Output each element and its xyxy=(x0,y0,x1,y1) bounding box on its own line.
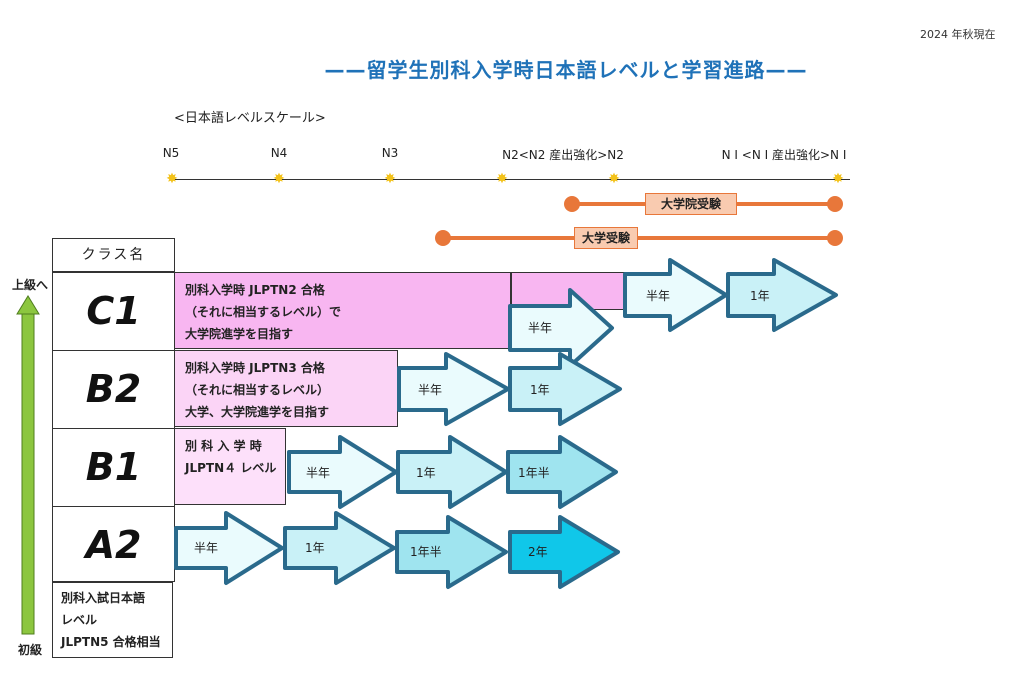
level-b2: B2 xyxy=(53,350,174,428)
graduate-exam-end-dot xyxy=(827,196,843,212)
c1-duration-label: 1年 xyxy=(750,289,770,303)
b1-duration-label: 1年 xyxy=(416,466,436,480)
scale-line xyxy=(172,179,850,180)
b2-duration-label: 1年 xyxy=(530,383,550,397)
entry-level-line: 別科入試日本語 xyxy=(61,591,146,605)
c1-duration-label: 半年 xyxy=(528,321,552,335)
b2-description-line: 大学、大学院進学を目指す xyxy=(185,405,330,419)
scale-tick-n5: N5 xyxy=(162,146,180,160)
level-b1: B1 xyxy=(53,428,174,506)
university-exam-bar xyxy=(443,236,836,240)
a2-arrow-two-years: 2年 xyxy=(508,515,620,589)
level-c1: C1 xyxy=(53,272,174,350)
b1-arrow-one-and-half-year: 1年半 xyxy=(506,435,618,509)
c1-description-line: （それに相当するレベル）で xyxy=(185,305,342,319)
scale-tick-n4: N4 xyxy=(270,146,288,160)
page-title: ——留学生別科入学時日本語レベルと学習進路—— xyxy=(324,58,808,82)
c1-description: 別科入学時 JLPTN2 合格 （それに相当するレベル）で 大学院進学を目指す xyxy=(174,272,511,349)
b1-description-line: JLPTN４ レベル xyxy=(185,461,277,475)
scale-label: <日本語レベルスケール> xyxy=(174,111,326,126)
entry-level-line: レベル xyxy=(61,613,98,627)
scale-tick-n1: N I <N I 産出強化>N I xyxy=(721,148,847,162)
b2-arrow-half-year: 半年 xyxy=(397,352,510,426)
a2-duration-label: 1年半 xyxy=(410,545,442,559)
c1-description-line: 大学院進学を目指す xyxy=(185,327,294,341)
level-a2: A2 xyxy=(53,506,174,583)
entry-level-note: 別科入試日本語 レベル JLPTN5 合格相当 xyxy=(52,582,173,658)
university-exam-label: 大学受験 xyxy=(574,227,638,249)
scale-star-icon: ✸ xyxy=(166,171,178,187)
b1-duration-label: 1年半 xyxy=(518,466,550,480)
c1-duration-label: 半年 xyxy=(646,289,670,303)
scale-star-icon: ✸ xyxy=(384,171,396,187)
b2-description-line: （それに相当するレベル） xyxy=(185,383,330,397)
a2-arrow-one-and-half-year: 1年半 xyxy=(395,515,508,589)
axis-beginner-label: 初級 xyxy=(18,643,43,657)
university-exam-end-dot xyxy=(827,230,843,246)
b1-description: 別 科 入 学 時 JLPTN４ レベル xyxy=(174,428,286,505)
graduate-exam-label: 大学院受験 xyxy=(645,193,737,215)
a2-arrow-one-year: 1年 xyxy=(283,511,396,585)
date-note: 2024 年秋現在 xyxy=(920,28,996,41)
b1-description-line: 別 科 入 学 時 xyxy=(185,439,262,453)
scale-star-icon: ✸ xyxy=(608,171,620,187)
b2-description-line: 別科入学時 JLPTN3 合格 xyxy=(185,361,325,375)
c1-description-line: 別科入学時 JLPTN2 合格 xyxy=(185,283,325,297)
a2-duration-label: 2年 xyxy=(528,545,548,559)
class-name-header: クラス名 xyxy=(52,238,175,272)
scale-star-icon: ✸ xyxy=(273,171,285,187)
level-axis-arrow-icon xyxy=(16,295,40,635)
b1-duration-label: 半年 xyxy=(306,466,330,480)
c1-arrow-half-year-2: 半年 xyxy=(623,258,728,332)
c1-arrow-one-year: 1年 xyxy=(726,258,838,332)
university-exam-start-dot xyxy=(435,230,451,246)
c1-arrow-half-year-1: 半年 xyxy=(508,288,614,368)
axis-advanced-label: 上級へ xyxy=(12,278,49,292)
a2-duration-label: 1年 xyxy=(305,541,325,555)
scale-star-icon: ✸ xyxy=(832,171,844,187)
b2-description: 別科入学時 JLPTN3 合格 （それに相当するレベル） 大学、大学院進学を目指… xyxy=(174,350,398,427)
b1-arrow-one-year: 1年 xyxy=(396,435,508,509)
scale-tick-n2: N2<N2 産出強化>N2 xyxy=(502,148,624,162)
b2-arrow-one-year: 1年 xyxy=(508,352,622,426)
b1-arrow-half-year: 半年 xyxy=(287,435,398,509)
graduate-exam-start-dot xyxy=(564,196,580,212)
entry-level-line: JLPTN5 合格相当 xyxy=(61,635,161,649)
scale-star-icon: ✸ xyxy=(496,171,508,187)
scale-tick-n3: N3 xyxy=(381,146,399,160)
a2-arrow-half-year: 半年 xyxy=(174,511,284,585)
a2-duration-label: 半年 xyxy=(194,541,218,555)
level-column: C1 B2 B1 A2 xyxy=(52,272,175,582)
b2-duration-label: 半年 xyxy=(418,383,442,397)
